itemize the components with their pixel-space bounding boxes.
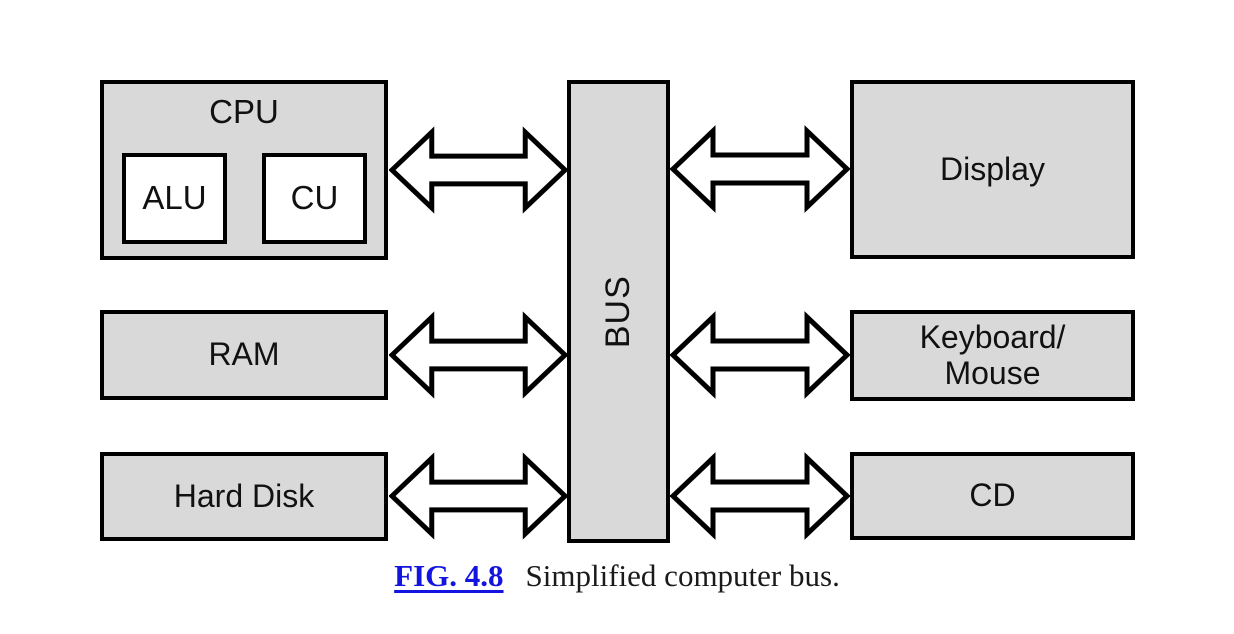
keyboard-mouse-label: Keyboard/ Mouse <box>919 319 1066 391</box>
cpu-box: CPU ALU CU <box>100 80 388 260</box>
figure-caption-text: Simplified computer bus. <box>525 558 840 593</box>
cu-box: CU <box>262 153 367 244</box>
bidirectional-arrow-ram-bus <box>389 311 568 399</box>
keyboard-mouse-box: Keyboard/ Mouse <box>850 310 1135 401</box>
display-label: Display <box>940 150 1045 187</box>
cd-box: CD <box>850 452 1135 540</box>
figure-number-link[interactable]: FIG. 4.8 <box>394 558 504 593</box>
hard-disk-box: Hard Disk <box>100 452 388 541</box>
hard-disk-label: Hard Disk <box>173 477 315 514</box>
bidirectional-arrow-bus-display <box>670 125 850 213</box>
bus-label: BUS <box>598 275 637 348</box>
figure-caption: FIG. 4.8 Simplified computer bus. <box>0 558 1234 594</box>
alu-label: ALU <box>142 179 207 217</box>
ram-label: RAM <box>208 336 280 373</box>
display-box: Display <box>850 80 1135 259</box>
bidirectional-arrow-harddisk-bus <box>389 452 568 540</box>
bidirectional-arrow-cpu-bus <box>389 126 568 214</box>
alu-box: ALU <box>122 153 227 244</box>
cd-label: CD <box>969 477 1016 514</box>
bidirectional-arrow-bus-keyboard <box>670 311 850 399</box>
ram-box: RAM <box>100 310 388 400</box>
cpu-label: CPU <box>209 93 279 130</box>
bus-box: BUS <box>567 80 670 543</box>
bidirectional-arrow-bus-cd <box>670 452 850 540</box>
cu-label: CU <box>290 179 339 217</box>
